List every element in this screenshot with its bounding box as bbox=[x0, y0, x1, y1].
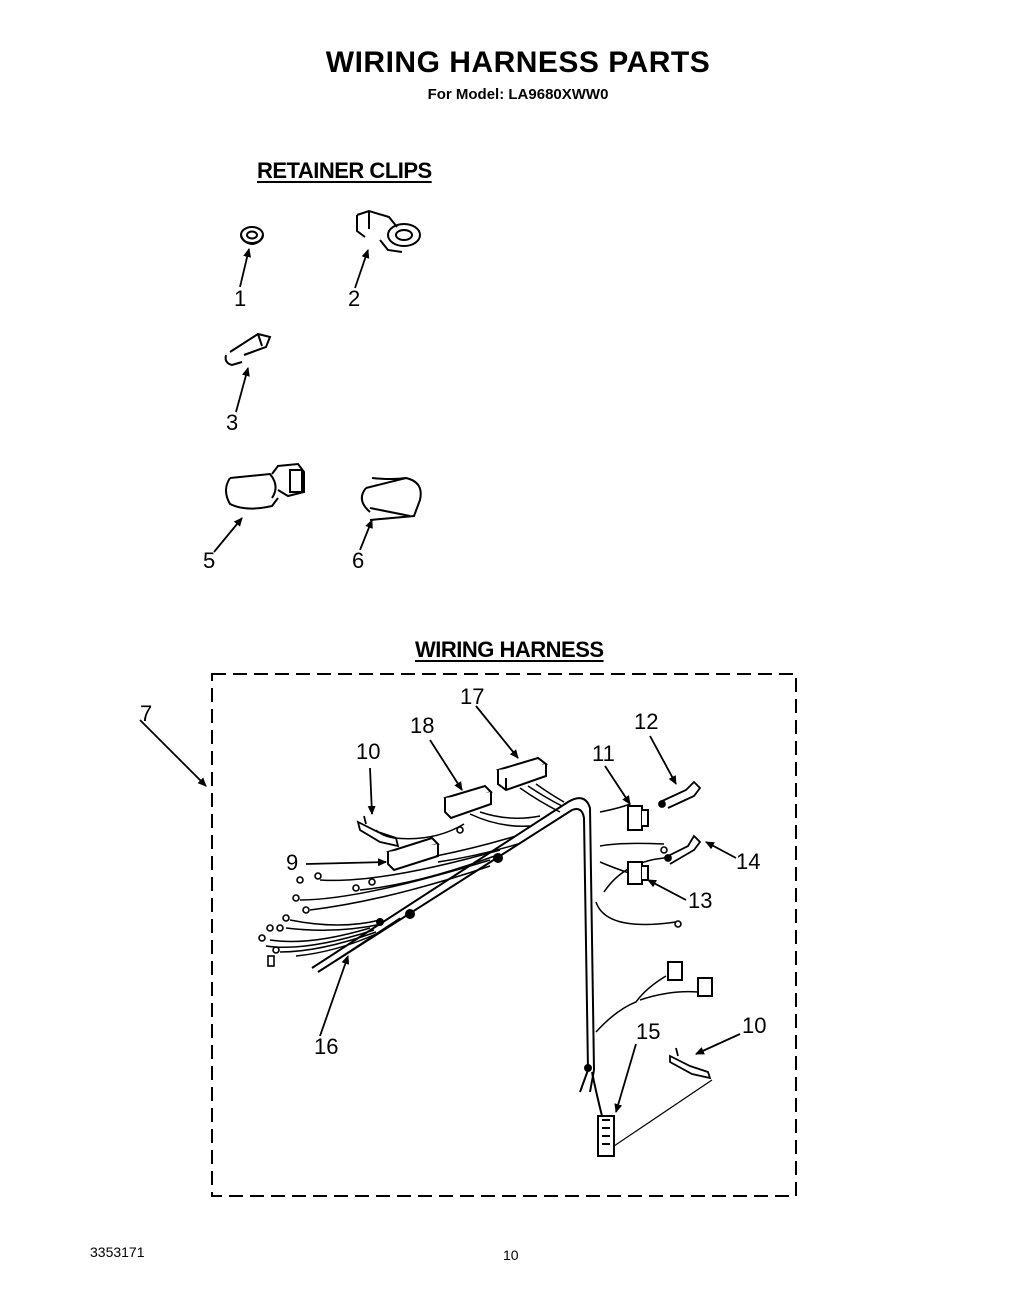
leader-18 bbox=[429, 739, 463, 791]
leader-5 bbox=[213, 517, 243, 553]
part-5-clip bbox=[225, 462, 305, 510]
part-6-sleeve bbox=[360, 476, 422, 521]
leader-14 bbox=[705, 841, 737, 859]
callout-6: 6 bbox=[352, 548, 365, 573]
part-2-clip bbox=[356, 209, 421, 253]
leader-10b bbox=[695, 1033, 741, 1055]
callout-1: 1 bbox=[234, 286, 247, 311]
terminal-14 bbox=[663, 834, 702, 865]
doc-number: 3353171 bbox=[90, 1244, 145, 1260]
harness-dashed-box bbox=[211, 673, 797, 1197]
leader-13 bbox=[647, 879, 687, 901]
connector-11 bbox=[627, 805, 649, 831]
callout-12: 12 bbox=[634, 709, 659, 734]
connector-17 bbox=[496, 756, 549, 792]
callout-10-lower: 10 bbox=[742, 1013, 767, 1038]
leader-15 bbox=[614, 1043, 637, 1113]
callout-10-upper: 10 bbox=[356, 739, 381, 764]
page-title: WIRING HARNESS PARTS bbox=[325, 46, 711, 79]
callout-5: 5 bbox=[203, 548, 216, 573]
callout-17: 17 bbox=[460, 684, 485, 709]
callout-13: 13 bbox=[688, 888, 713, 913]
callout-3: 3 bbox=[226, 410, 239, 435]
part-3-clip bbox=[224, 332, 272, 367]
leader-7 bbox=[139, 719, 207, 787]
model-subtitle: For Model: LA9680XWW0 bbox=[427, 86, 609, 103]
callout-11: 11 bbox=[592, 741, 615, 766]
callout-7: 7 bbox=[140, 701, 153, 726]
callout-9: 9 bbox=[286, 850, 299, 875]
leader-16 bbox=[319, 955, 350, 1037]
leader-2 bbox=[354, 249, 370, 289]
switch-connectors bbox=[667, 961, 713, 997]
callout-15: 15 bbox=[636, 1019, 661, 1044]
callout-16: 16 bbox=[314, 1034, 339, 1059]
part-1-grommet bbox=[240, 226, 264, 246]
leader-1 bbox=[239, 248, 252, 288]
leader-9 bbox=[305, 858, 387, 867]
connector-18 bbox=[443, 784, 493, 820]
retainer-clips-heading: RETAINER CLIPS bbox=[257, 158, 432, 183]
leader-11 bbox=[604, 765, 631, 805]
terminal-10-upper bbox=[356, 815, 400, 848]
callout-18: 18 bbox=[410, 713, 435, 738]
leader-6 bbox=[359, 519, 373, 551]
page-number: 10 bbox=[503, 1247, 519, 1263]
callout-2: 2 bbox=[348, 286, 361, 311]
harness-trunk bbox=[311, 797, 615, 1157]
leader-10a bbox=[367, 767, 376, 815]
callout-14: 14 bbox=[736, 849, 761, 874]
relay-line bbox=[613, 1079, 713, 1147]
harness-wires bbox=[265, 783, 699, 1033]
leader-3 bbox=[235, 367, 250, 413]
leader-17 bbox=[475, 705, 519, 759]
terminal-10-lower bbox=[669, 1047, 712, 1080]
leader-12 bbox=[649, 735, 677, 785]
connector-13 bbox=[627, 861, 649, 885]
wiring-harness-heading: WIRING HARNESS bbox=[415, 637, 604, 662]
terminal-12 bbox=[658, 780, 702, 809]
connector-9 bbox=[386, 836, 440, 872]
terminal-ends bbox=[258, 826, 682, 967]
